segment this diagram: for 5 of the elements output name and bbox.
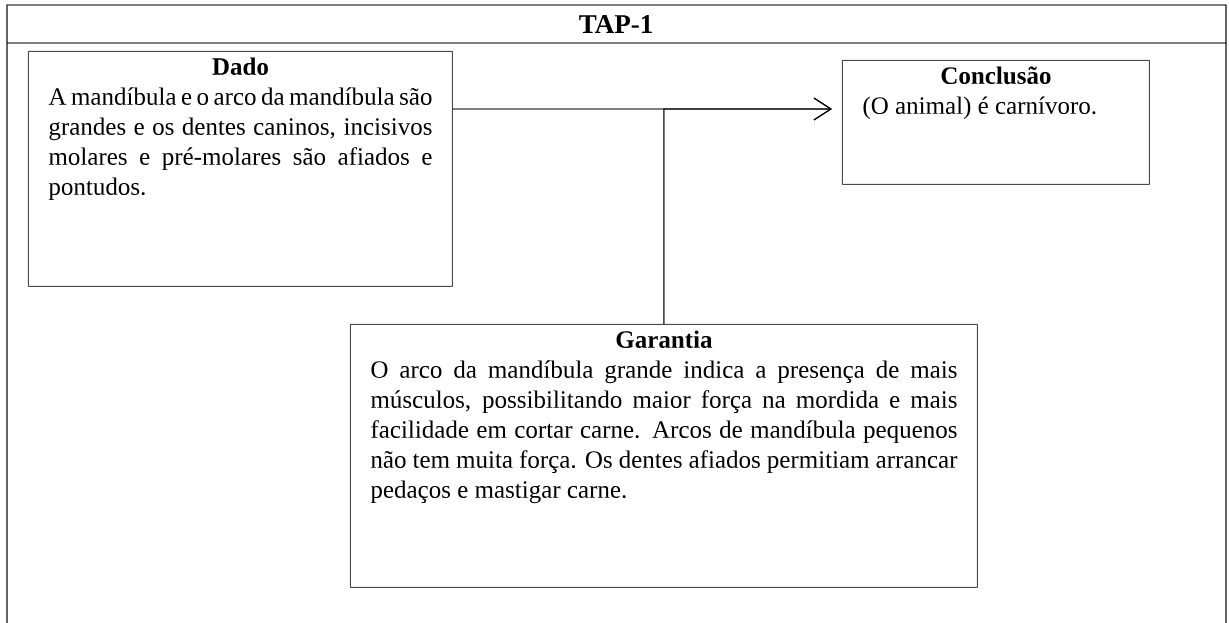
text-box: Conclusão (O animal) é carnívoro.	[842, 60, 1150, 185]
text-box: Garantia O arco da mandíbula grande indica a presença de mais músculos, possibilitando maior força na mordida e mais facilidade em cortar carne. Arcos de mandíbula pequenos não tem muita força. Os dentes afiados permitiam arrancar pedaços e mastigar carne.	[350, 324, 978, 588]
title: TAP-1	[579, 15, 652, 33]
arrow	[663, 97, 832, 325]
text-box: Dado A mandíbula e o arco da mandíbula são grandes e os dentes caninos, incisivos molares e pré-molares são afiados e pontudos.	[28, 51, 453, 287]
